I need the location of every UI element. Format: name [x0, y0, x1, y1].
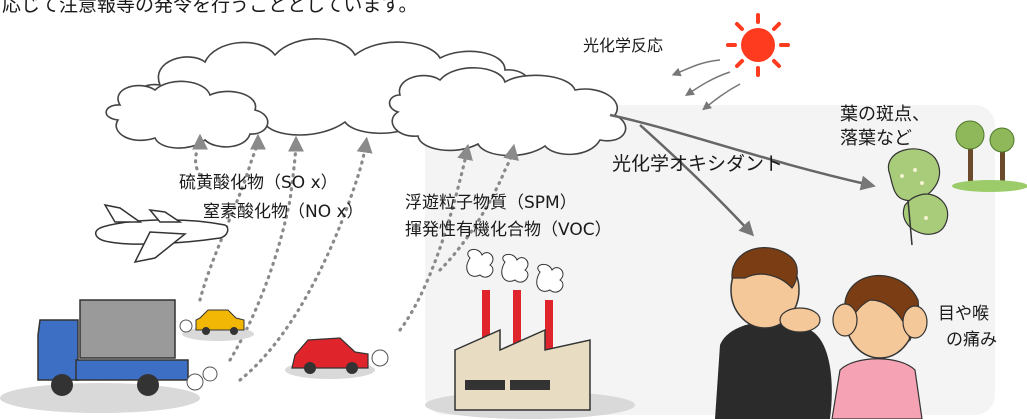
yellow-car-icon	[179, 309, 254, 341]
woman-eye-pain-icon	[831, 275, 928, 419]
trees-icon	[952, 120, 1027, 192]
voc-label: 揮発性有機化合物（VOC）	[405, 220, 612, 240]
emission-paths	[191, 133, 519, 382]
header-text: 応じて注意報等の発令を行うこととしています。	[2, 0, 418, 16]
leaf-effect-label-line2: 落葉など	[840, 128, 912, 149]
sunlight-arrows	[671, 59, 741, 111]
health-effect-label-line2: の痛み	[946, 330, 997, 350]
photochemical-reaction-label: 光化学反応	[583, 36, 664, 55]
sox-label: 硫黄酸化物（SO x）	[179, 173, 338, 193]
spm-label: 浮遊粒子物質（SPM）	[405, 193, 577, 213]
factory-icon	[425, 248, 635, 419]
airplane-icon	[94, 203, 229, 264]
sun-icon	[726, 13, 790, 77]
right-cloud	[388, 67, 627, 157]
oxidant-label: 光化学オキシダント	[612, 153, 784, 175]
damaged-leaves-icon	[887, 148, 949, 246]
health-effect-label-line1: 目や喉	[938, 304, 989, 324]
red-car-icon	[285, 337, 389, 379]
oxidant-arrows	[609, 113, 876, 237]
truck-icon	[0, 299, 218, 413]
leaf-effect-label-line1: 葉の斑点、	[840, 104, 930, 125]
nox-label: 窒素酸化物（NO x）	[203, 202, 364, 222]
coughing-man-icon	[715, 247, 832, 419]
